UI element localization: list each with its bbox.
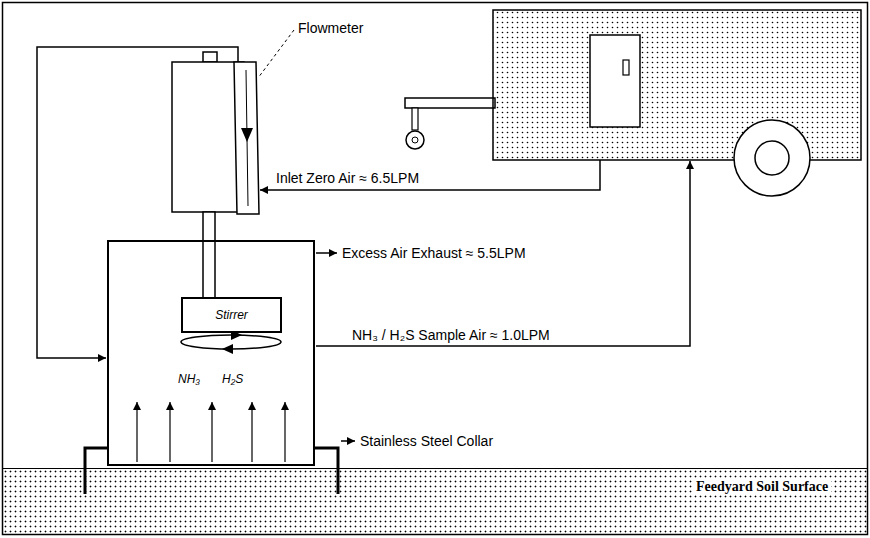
emission-arrow (251, 402, 252, 462)
emission-arrow (136, 402, 137, 462)
flow-label: Inlet Zero Air ≈ 6.5LPM (276, 170, 419, 187)
node-text: NH₃ (178, 372, 200, 387)
stirrer-box: Stirrer (181, 297, 282, 333)
trailer-jack (412, 108, 418, 130)
part-label: Stainless Steel Collar (360, 433, 493, 450)
leader-line (258, 30, 294, 78)
collar-arrow (341, 440, 355, 442)
emission-arrow (169, 402, 170, 462)
node-text: Stirrer (215, 308, 248, 323)
jack-hub (412, 137, 418, 143)
flux-chamber: NH₃ H₂S Stirrer (107, 240, 315, 466)
flow-label: NH₃ / H₂S Sample Air ≈ 1.0LPM (352, 327, 550, 344)
wheel-hub (755, 141, 789, 175)
emission-arrow (284, 402, 285, 462)
trailer-wheel (734, 120, 810, 196)
sample-air-line (316, 161, 690, 346)
zero-air-line (260, 160, 600, 190)
door-handle (623, 60, 629, 75)
part-label: Flowmeter (298, 20, 363, 37)
trailer-body (493, 10, 861, 160)
node-text: Feedyard Soil Surface (693, 478, 831, 495)
knob (203, 52, 217, 62)
exhaust-arrow (316, 252, 337, 254)
flowmeter-float (241, 128, 253, 142)
rotation-arrowhead (222, 344, 233, 354)
soil-band: Feedyard Soil Surface (3, 468, 867, 534)
stirrer-motor-housing (172, 62, 244, 212)
node-text: H₂S (222, 372, 243, 387)
trailer-door (590, 35, 640, 127)
stirrer-shaft (203, 212, 215, 298)
emission-arrow (211, 402, 212, 462)
figure-frame (3, 3, 868, 535)
jack-wheel (406, 131, 424, 149)
trailer-tongue (405, 98, 495, 108)
flow-label: Excess Air Exhaust ≈ 5.5LPM (342, 245, 526, 262)
flowmeter-tube (234, 62, 259, 214)
